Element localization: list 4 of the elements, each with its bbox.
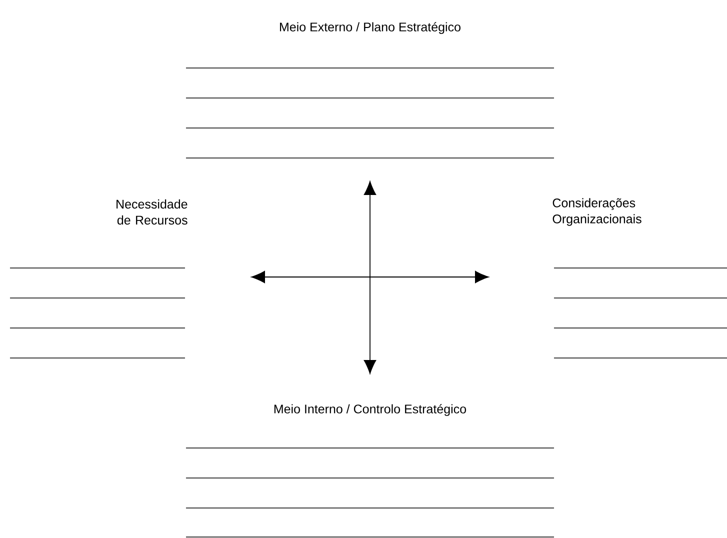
heading-text: Considerações Organizacionais [552, 198, 642, 226]
heading-text: Meio Interno / Controlo Estratégico [274, 404, 466, 416]
heading-text: Necessidade de Recursos [116, 199, 188, 225]
heading-text: Meio Externo / Plano Estratégico [280, 22, 460, 34]
